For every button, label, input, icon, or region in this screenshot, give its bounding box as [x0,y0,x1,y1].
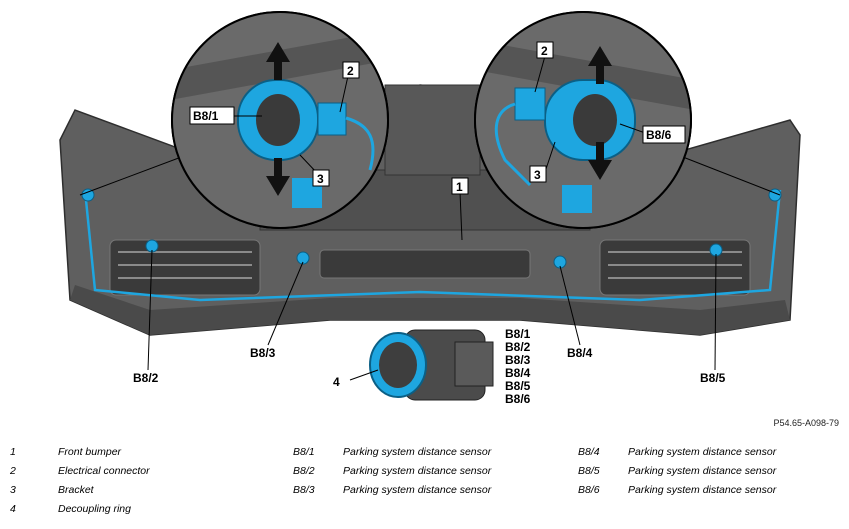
legend-key: 1 [10,446,16,458]
sensor-list-item: B8/1 [505,327,531,341]
legend-text: Front bumper [58,446,122,458]
sensor-list-item: B8/3 [505,353,531,367]
legend-text: Decoupling ring [58,503,131,515]
callout-4: 4 [333,375,340,389]
legend-key: B8/3 [293,484,315,496]
callout-1: 1 [456,180,463,194]
callout-left-2: 2 [347,64,354,78]
callout-labels: 1 B8/1 2 3 2 3 B8/6 B8/2 B8/3 B8/4 B8/5 … [133,41,726,406]
callout-b8-6: B8/6 [646,128,672,142]
legend-key: 4 [10,503,16,515]
callout-b8-3: B8/3 [250,346,276,360]
callout-b8-5: B8/5 [700,371,726,385]
sensor-detail [349,329,494,401]
bumper-diagram: 1 B8/1 2 3 2 3 B8/6 B8/2 B8/3 B8/4 B8/5 … [59,11,801,406]
callout-b8-4: B8/4 [567,346,593,360]
legend-text: Parking system distance sensor [343,446,492,458]
detail-zoom-left [171,11,389,229]
legend-key: 2 [10,465,16,477]
legend-key: B8/1 [293,446,315,458]
legend-text: Parking system distance sensor [628,484,777,496]
legend-text: Parking system distance sensor [343,484,492,496]
legend-text: Electrical connector [58,465,150,477]
legend-text: Parking system distance sensor [628,446,777,458]
figure-id: P54.65-A098-79 [773,418,839,428]
legend-text: Parking system distance sensor [343,465,492,477]
sensor-list-item: B8/4 [505,366,531,380]
sensor-list-item: B8/5 [505,379,531,393]
callout-b8-1: B8/1 [193,109,219,123]
detail-zoom-right [474,11,692,229]
legend-key: B8/5 [578,465,600,477]
callout-b8-2: B8/2 [133,371,159,385]
legend-key: B8/4 [578,446,600,458]
legend-key: 3 [10,484,16,496]
legend-text: Parking system distance sensor [628,465,777,477]
callout-right-2: 2 [541,44,548,58]
legend-key: B8/2 [293,465,315,477]
sensor-list-item: B8/2 [505,340,531,354]
callout-right-3: 3 [534,168,541,182]
callout-left-3: 3 [317,172,324,186]
legend-key: B8/6 [578,484,600,496]
sensor-list-item: B8/6 [505,392,531,406]
legend-text: Bracket [58,484,94,496]
sensor-list: B8/1 B8/2 B8/3 B8/4 B8/5 B8/6 [505,327,531,406]
